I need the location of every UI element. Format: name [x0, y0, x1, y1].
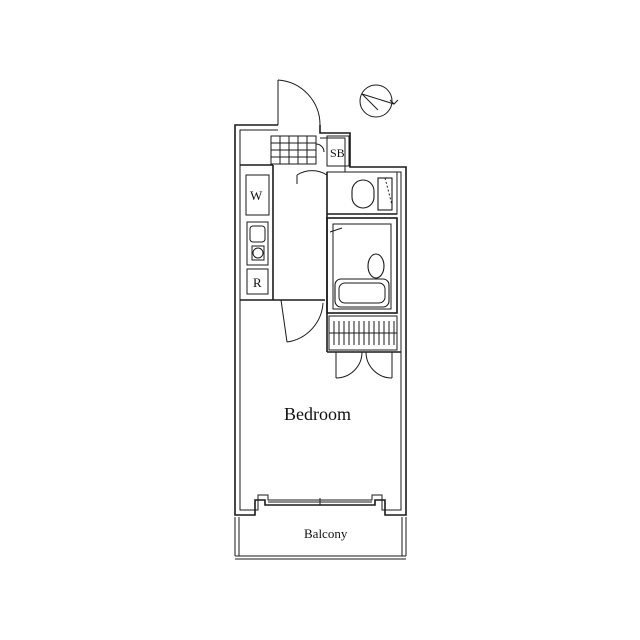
toilet-room — [296, 170, 398, 215]
entrance-door — [277, 79, 321, 126]
toilet-icon — [351, 179, 375, 209]
balcony-label: Balcony — [304, 526, 348, 541]
refrigerator-label: R — [253, 275, 262, 290]
shoe-box: SB — [315, 135, 350, 167]
kitchen-walls — [240, 164, 274, 301]
washbasin-icon — [367, 253, 385, 279]
kitchen-counter — [246, 221, 269, 266]
bathroom — [326, 217, 398, 314]
refrigerator-space: R — [246, 268, 269, 295]
bedroom-label: Bedroom — [284, 404, 351, 424]
entry-tile-floor — [270, 135, 317, 165]
washer-space: W — [245, 174, 270, 216]
hall-partition — [273, 299, 325, 343]
shoe-box-label: SB — [330, 146, 345, 160]
closet-doors — [335, 351, 393, 379]
washer-label: W — [250, 188, 263, 203]
closet — [326, 214, 401, 353]
balcony-window — [268, 498, 372, 505]
compass-icon — [359, 84, 399, 118]
balcony: Balcony — [234, 517, 407, 560]
bathtub-icon — [334, 278, 390, 308]
